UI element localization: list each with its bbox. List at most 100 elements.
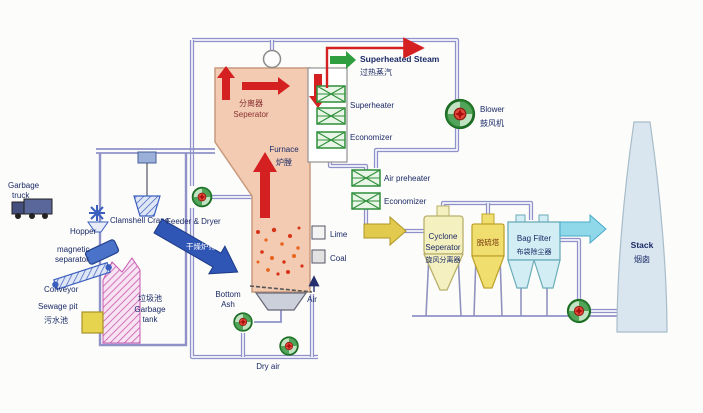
superheated-steam-label-en: Superheated Steam <box>360 54 440 64</box>
garbage-pile <box>102 257 141 344</box>
flame-particles <box>256 226 304 276</box>
superheater-bank <box>316 107 346 125</box>
desulfurizer-inlet <box>481 213 495 225</box>
truck-wheel <box>42 213 48 219</box>
grate <box>249 285 313 293</box>
conveyor: Conveyor <box>44 261 112 294</box>
flow-arrow-right <box>242 77 290 95</box>
truck-bed <box>23 198 53 215</box>
feeder-dryer-label-en: Feeder & Dryer <box>166 217 221 226</box>
stack: Stack 烟囱 <box>616 121 668 333</box>
fans: Blower 鼓风机 <box>191 98 592 356</box>
economizer-lower-label: Economizer <box>384 197 427 206</box>
bottom-ash-label-2: Ash <box>221 300 235 309</box>
conveyor-label: Conveyor <box>44 285 79 294</box>
desulfurizer-label-cn: 脱硫塔 <box>477 237 500 247</box>
coal-bin <box>311 249 326 264</box>
truck-wheel <box>15 213 21 219</box>
bag-filter-label-cn: 布袋除尘器 <box>517 247 552 256</box>
economizer-bank <box>316 131 346 149</box>
truck-cab <box>11 201 25 215</box>
bag-filter-hopper <box>507 259 535 289</box>
superheated-steam-label-cn: 过热蒸汽 <box>360 67 392 77</box>
garbage-tank-label-en1: Garbage <box>134 305 166 314</box>
superheated-steam-pipe <box>325 37 425 88</box>
hopper-label: Hopper <box>70 227 97 236</box>
flow-arrow-up-main <box>253 152 277 218</box>
bag-filter: Bag Filter 布袋除尘器 <box>507 214 561 316</box>
magnetic-separator: magnetic separator <box>55 239 120 265</box>
bag-filter-hopper <box>533 259 561 289</box>
bag-filter-label-en: Bag Filter <box>517 234 552 243</box>
sewage-pit: Sewage pit 污水池 <box>38 302 104 334</box>
hopper-star-icon <box>89 205 105 221</box>
lime-bin <box>311 225 326 240</box>
ash-hopper <box>254 292 308 311</box>
cyclone-label-cn: 旋风分离器 <box>426 255 461 264</box>
bag-filter-stub <box>538 214 549 223</box>
pipe-network <box>96 37 630 360</box>
sewage-pit-box <box>81 311 104 334</box>
bag-filter-stub <box>515 214 526 223</box>
furnace-label-cn: 炉膛 <box>276 157 292 167</box>
bottom-ash-label-1: Bottom <box>215 290 241 299</box>
garbage-truck-label-2: truck <box>12 191 30 200</box>
blower-label-cn: 鼓风机 <box>480 118 504 128</box>
superheater-bank <box>316 85 346 103</box>
stack-label-en: Stack <box>631 240 654 250</box>
hopper: Hopper <box>70 205 109 236</box>
economizer-lower-bank <box>351 192 381 210</box>
furnace-label-en: Furnace <box>269 145 299 154</box>
dry-air-label: Dry air <box>256 362 280 371</box>
furnace: 分离器 Seperator Furnace 炉膛 <box>214 49 313 311</box>
cyclone-label-2: Seperator <box>425 243 460 252</box>
sewage-pit-label-en: Sewage pit <box>38 302 78 311</box>
flow-arrow-up <box>217 66 235 100</box>
garbage-truck: Garbage truck <box>8 181 53 219</box>
garbage-tank-label-en2: tank <box>142 315 158 324</box>
induced-draft-fan-icon <box>566 298 592 324</box>
desulfurizer-tower: 脱硫塔 <box>471 213 505 317</box>
sewage-pit-label-cn: 污水池 <box>44 315 68 325</box>
stack-body <box>616 121 668 333</box>
conveyor-roller <box>52 281 59 288</box>
dry-air-fan-icon <box>279 336 299 356</box>
crane-trolley <box>137 151 157 164</box>
ash-conveyor-fan-icon <box>233 312 253 332</box>
truck-wheel <box>29 213 35 219</box>
clamshell-grab <box>133 195 161 217</box>
blower-icon <box>444 98 476 130</box>
cyclone-outlet <box>436 205 450 217</box>
air-preheater-bank <box>351 169 381 187</box>
feeder-dryer-label-cn: 干燥炉排 <box>186 241 216 251</box>
cyclone-cone <box>422 253 465 291</box>
coal-label: Coal <box>330 254 347 263</box>
conveyor-roller <box>105 264 112 271</box>
separator-label-en: Seperator <box>233 110 268 119</box>
clean-gas-arrow <box>559 213 607 245</box>
clamshell-crane-label: Clamshell Crane <box>110 216 170 225</box>
bag-filter-body <box>507 221 561 261</box>
feeder-dryer: Feeder & Dryer 干燥炉排 <box>153 217 239 275</box>
air-preheater-unit: Air preheater Economizer <box>351 169 431 210</box>
economizer-upper-label: Economizer <box>350 133 393 142</box>
secondary-air-fan-icon <box>191 186 213 208</box>
superheater-label: Superheater <box>350 101 394 110</box>
steam-drum <box>262 49 282 69</box>
flue-gas-arrow <box>363 215 407 247</box>
garbage-tank-label-cn: 垃圾池 <box>138 293 162 303</box>
air-preheater-label: Air preheater <box>384 174 431 183</box>
feed-inputs: Lime Coal Air Bottom Ash Dry air <box>215 225 348 371</box>
steam-arrow-green <box>330 51 356 69</box>
air-label: Air <box>307 295 317 304</box>
magnetic-separator-label-2: separator <box>55 255 89 264</box>
magnetic-separator-drum <box>84 239 120 265</box>
blower-label-en: Blower <box>480 105 505 114</box>
feed-arrow <box>153 218 239 275</box>
stack-label-cn: 烟囱 <box>634 254 650 264</box>
cyclone-label-1: Cyclone <box>429 232 458 241</box>
cyclone-separator: Cyclone Seperator 旋风分离器 <box>422 205 465 317</box>
steam-line: Superheated Steam 过热蒸汽 <box>325 37 440 88</box>
magnetic-separator-label-1: magnetic <box>57 245 89 254</box>
